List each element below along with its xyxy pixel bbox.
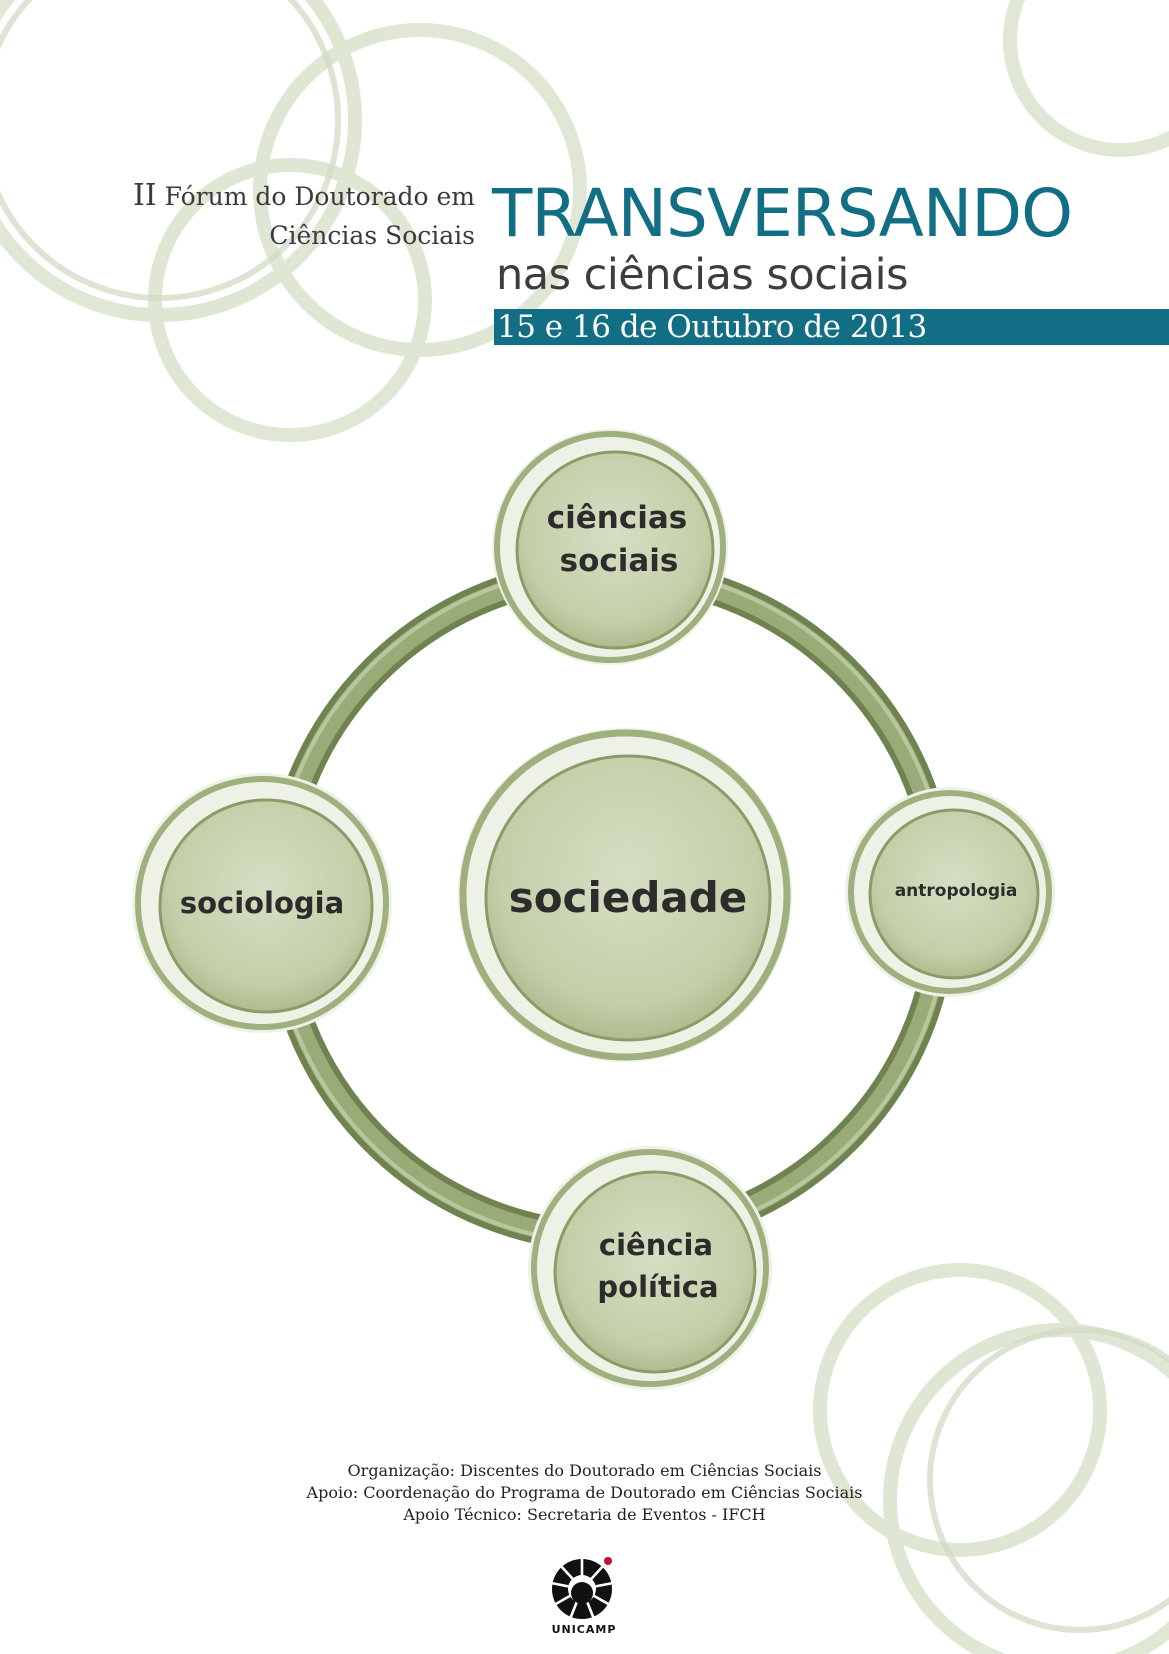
- node-sociologia: sociologia: [132, 773, 392, 1033]
- event-date: 15 e 16 de Outubro de 2013: [497, 309, 927, 345]
- credit-apoio-tecnico: Apoio Técnico: Secretaria de Eventos - I…: [403, 1505, 766, 1524]
- node-label-ciencia: ciência: [599, 1228, 713, 1262]
- node-antropologia: antropologia: [845, 787, 1055, 997]
- forum-heading: II Fórum do Doutorado em Ciências Sociai…: [60, 176, 475, 255]
- forum-line-2: Ciências Sociais: [269, 221, 475, 250]
- unicamp-logo-icon: [550, 1557, 614, 1620]
- unicamp-logo: UNICAMP: [544, 1553, 624, 1643]
- node-ciencia-politica: ciência política: [528, 1146, 772, 1390]
- credits: Organização: Discentes do Doutorado em C…: [0, 1460, 1169, 1526]
- node-ciencias-sociais: ciências sociais: [492, 429, 728, 665]
- node-sociedade: sociedade: [458, 728, 792, 1062]
- main-title: TRANSVERSANDO: [492, 175, 1073, 252]
- node-label-ciencias: ciências: [547, 500, 687, 536]
- credit-organizacao: Organização: Discentes do Doutorado em C…: [347, 1461, 822, 1480]
- node-label-politica: política: [597, 1270, 718, 1304]
- logo-text: UNICAMP: [551, 1623, 617, 1636]
- node-label-sociais: sociais: [560, 543, 679, 579]
- date-band: 15 e 16 de Outubro de 2013: [494, 309, 1169, 345]
- subtitle: nas ciências sociais: [496, 250, 908, 300]
- forum-roman-numeral: II: [132, 178, 157, 213]
- node-label-antropologia: antropologia: [895, 881, 1018, 901]
- forum-line-1: Fórum do Doutorado em: [164, 182, 475, 211]
- node-label-sociologia: sociologia: [180, 886, 344, 920]
- credit-apoio: Apoio: Coordenação do Programa de Doutor…: [306, 1483, 863, 1502]
- node-label-sociedade: sociedade: [509, 873, 748, 922]
